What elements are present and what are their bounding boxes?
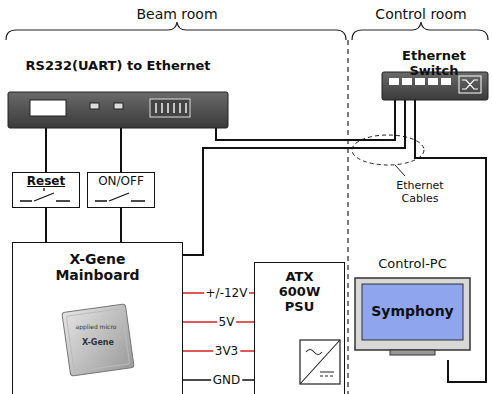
voltage-label: GND: [211, 373, 243, 387]
converter-node: RS232(UART) to Ethernet: [8, 50, 228, 128]
node-text: ON/OFF: [88, 173, 154, 188]
room-label: Control room: [375, 6, 466, 22]
chip-name: X-Gene: [82, 338, 114, 347]
ethernet-cable: [183, 100, 405, 255]
ethernet-cable: [415, 100, 486, 382]
cable-label: Ethernet Cables: [387, 179, 453, 205]
node-text: ATX 600W PSU: [270, 263, 330, 314]
node-text: Reset: [13, 173, 79, 188]
device-led: [90, 103, 99, 109]
psu-symbol: [300, 340, 340, 384]
power-box: ON/OFF: [87, 172, 155, 208]
mainboard-box: X-Gene Mainboard: [12, 242, 183, 394]
serial-connector: [150, 99, 190, 117]
switch-ports: [389, 78, 451, 85]
reset-box: Reset: [12, 172, 80, 208]
switch-icon: [462, 80, 478, 89]
node-text: Ethernet Switch: [378, 46, 490, 78]
psu-box: ATX 600W PSU: [254, 262, 345, 394]
switch-icon: [459, 76, 481, 93]
switch-symbol: [20, 188, 145, 201]
node-text: RS232(UART) to Ethernet: [8, 50, 228, 73]
device-led: [114, 103, 123, 109]
connector-pins: [156, 103, 186, 113]
control-wire: [45, 128, 47, 172]
chip-picture: [62, 304, 134, 376]
chip-brand: applied micro: [76, 323, 117, 330]
pc-node: Control-PC Symphony: [350, 256, 475, 360]
device-port: [30, 100, 66, 116]
psu-symbol: [300, 340, 340, 384]
voltage-label: 5V: [217, 315, 237, 329]
converter-device: [8, 92, 228, 128]
voltage-label: 3V3: [213, 344, 240, 358]
room-brace: [352, 22, 488, 40]
node-text: Symphony: [350, 303, 475, 319]
control-wire: [45, 208, 47, 242]
room-divider: [347, 40, 348, 394]
leader-line: [395, 165, 405, 176]
control-wire: [120, 208, 122, 242]
control-wire: [120, 128, 122, 172]
monitor-stand: [390, 350, 435, 355]
room-brace: [6, 22, 346, 40]
node-text: Control-PC: [350, 256, 475, 271]
room-label: Beam room: [136, 6, 217, 22]
switch-node: Ethernet Switch: [378, 46, 490, 100]
node-text: X-Gene Mainboard: [43, 243, 153, 283]
ethernet-cable: [216, 100, 395, 140]
voltage-label: +/-12V: [204, 286, 250, 300]
